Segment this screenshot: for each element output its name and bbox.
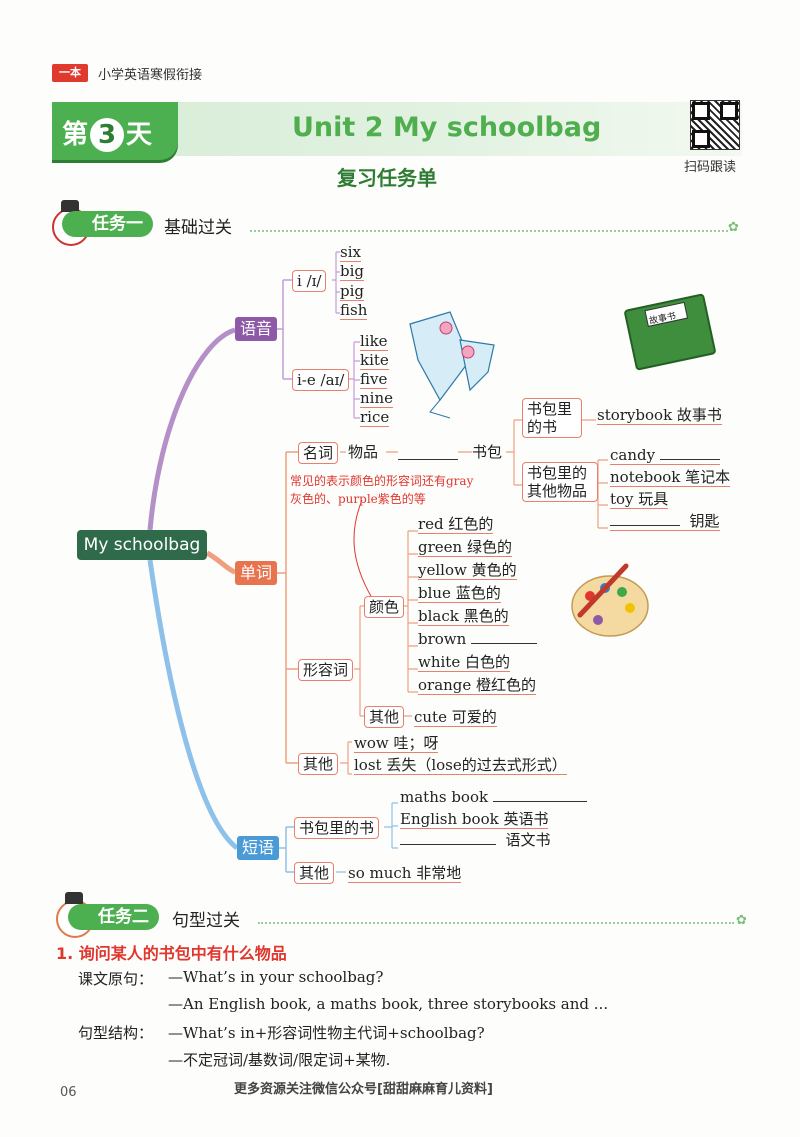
qr-label: 扫码跟读 [684, 160, 737, 175]
word-nine: nine [360, 389, 393, 408]
unit-title: Unit 2 My schoolbag [292, 112, 602, 143]
brown-blank[interactable] [471, 631, 538, 644]
color-white: white 白色的 [418, 653, 510, 672]
category-phonics: 语音 [235, 317, 278, 341]
category-phrases: 短语 [237, 836, 280, 860]
flower-icon: ✿ [728, 220, 739, 235]
word-big: big [340, 262, 365, 281]
structure-question: —What’s in+形容词性物主代词+schoolbag? [168, 1024, 485, 1042]
color-red: red 红色的 [418, 515, 494, 534]
key-blank[interactable] [610, 513, 680, 526]
text-answer: —An English book, a maths book, three st… [168, 995, 609, 1013]
color-blue: blue 蓝色的 [418, 584, 501, 603]
flower-icon: ✿ [736, 913, 747, 928]
maths-book-text: maths book [400, 788, 489, 806]
mindmap-root: My schoolbag [77, 530, 207, 560]
schoolbag-node: 书包 [472, 443, 503, 461]
blank-field[interactable] [398, 444, 458, 460]
books-in-bag-node: 书包里的书 [294, 817, 380, 839]
category-words: 单词 [235, 561, 278, 585]
qr-code-icon[interactable] [690, 100, 740, 150]
key-text: 钥匙 [689, 512, 720, 530]
word-key: 钥匙 [610, 512, 720, 531]
color-black: black 黑色的 [418, 607, 509, 626]
structure-label: 句型结构： [78, 1024, 154, 1042]
chinese-blank[interactable] [400, 832, 496, 845]
color-green: green 绿色的 [418, 538, 512, 557]
word-fish: fish [340, 301, 368, 320]
word-pig: pig [340, 282, 365, 301]
task2-tag: 任务二 [68, 904, 159, 930]
task1-title: 基础过关 [164, 218, 232, 238]
structure-answer: —不定冠词/基数词/限定词+某物. [168, 1051, 391, 1069]
noun-node: 名词 [298, 442, 339, 464]
divider [250, 230, 728, 232]
word-lost: lost 丢失（lose的过去式形式） [354, 756, 567, 775]
brand-badge: 一本 [52, 64, 88, 82]
phrase-english-book: English book 英语书 [400, 810, 549, 829]
day-suffix: 天 [126, 120, 153, 150]
candy-text: candy [610, 446, 656, 464]
task2-title: 句型过关 [172, 911, 240, 931]
phrase-so-much: so much 非常地 [348, 864, 462, 883]
word-five: five [360, 370, 388, 389]
day-number: 3 [90, 118, 125, 152]
word-storybook: storybook 故事书 [597, 406, 722, 425]
word-wow: wow 哇；呀 [354, 734, 439, 753]
chinese-text: 语文书 [505, 831, 551, 849]
series-title: 小学英语寒假衔接 [98, 68, 203, 83]
word-kite: kite [360, 351, 389, 370]
text-label: 课文原句： [78, 970, 154, 988]
section-heading: 1. 询问某人的书包中有什么物品 [56, 944, 287, 963]
color-brown: brown [418, 630, 538, 648]
word-six: six [340, 243, 361, 262]
color-orange: orange 橙红色的 [418, 676, 537, 695]
phonics-i: i /ɪ/ [292, 270, 327, 292]
day-prefix: 第 [62, 120, 89, 150]
footer-note: 更多资源关注微信公众号[甜甜麻麻育儿资料] [234, 1082, 493, 1097]
color-node: 颜色 [364, 596, 405, 618]
words-other-node: 其他 [298, 753, 339, 775]
maths-blank[interactable] [492, 789, 587, 802]
divider [258, 922, 734, 924]
color-yellow: yellow 黄色的 [418, 561, 517, 580]
word-candy: candy [610, 446, 720, 465]
task1-tag: 任务一 [62, 211, 153, 237]
word-rice: rice [360, 408, 390, 427]
brown-text: brown [418, 630, 467, 648]
in-bag-books-node: 书包里的书 [522, 398, 582, 438]
phrases-other-node: 其他 [294, 862, 335, 884]
adjective-node: 形容词 [298, 659, 354, 681]
adj-other-node: 其他 [364, 706, 405, 728]
other-items-node: 书包里的其他物品 [522, 462, 598, 502]
text-question: —What’s in your schoolbag? [168, 968, 384, 986]
page-subtitle: 复习任务单 [337, 166, 437, 190]
word-cute: cute 可爱的 [414, 708, 497, 727]
phonics-ie: i-e /aɪ/ [292, 369, 350, 391]
things-node: 物品 [348, 443, 379, 461]
color-note: 常见的表示颜色的形容词还有gray灰色的、purple紫色的等 [290, 474, 474, 506]
page-number: 06 [60, 1085, 77, 1100]
word-toy: toy 玩具 [610, 490, 669, 509]
phrase-maths-book: maths book [400, 788, 587, 806]
word-notebook: notebook 笔记本 [610, 468, 731, 487]
word-like: like [360, 332, 388, 351]
candy-blank[interactable] [659, 447, 720, 460]
phrase-chinese-book: 语文书 [400, 831, 551, 849]
